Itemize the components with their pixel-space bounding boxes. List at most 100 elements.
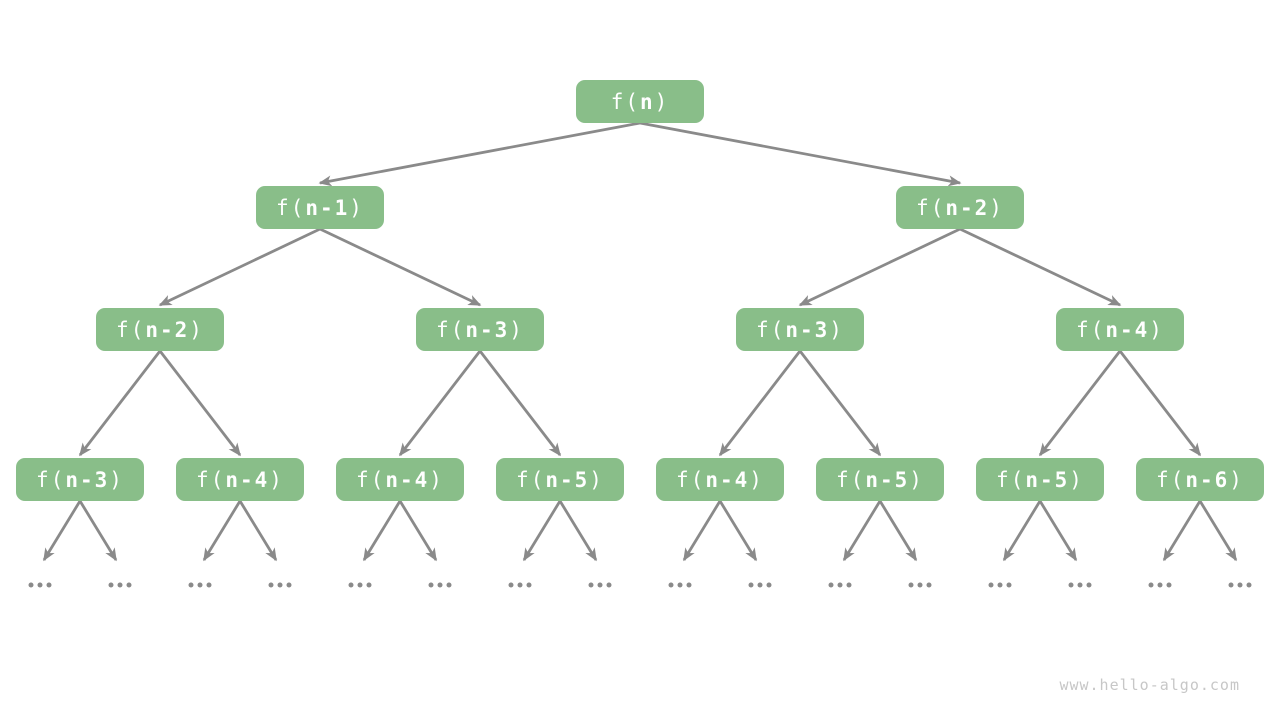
node-label-arg: n-4 <box>705 467 750 492</box>
ellipsis-leaf <box>28 582 52 588</box>
node-label-prefix: f( <box>356 467 386 492</box>
node-label-prefix: f( <box>916 195 946 220</box>
node-label-suffix: ) <box>989 195 1004 220</box>
ellipsis-dot <box>28 582 34 588</box>
edge-arrow <box>842 500 882 562</box>
ellipsis-leaf <box>988 582 1012 588</box>
node-label-arg: n-5 <box>545 467 590 492</box>
ellipsis-dot <box>428 582 434 588</box>
ellipsis-dot <box>988 582 994 588</box>
tree-node-d7: f(n-5) <box>976 458 1104 501</box>
ellipsis-dot <box>1148 582 1154 588</box>
ellipsis-dot <box>348 582 354 588</box>
node-label-suffix: ) <box>1069 467 1084 492</box>
ellipsis-dot <box>446 582 452 588</box>
node-label-arg: n-2 <box>945 195 990 220</box>
node-label-prefix: f( <box>1076 317 1106 342</box>
ellipsis-leaf <box>908 582 932 588</box>
edge-arrow <box>318 121 641 187</box>
ellipsis-leaf <box>748 582 772 588</box>
edge-arrow <box>1162 500 1202 562</box>
ellipsis-leaf <box>828 582 852 588</box>
ellipsis-dot <box>46 582 52 588</box>
node-label-arg: n-5 <box>1025 467 1070 492</box>
node-label-suffix: ) <box>749 467 764 492</box>
node-label-suffix: ) <box>109 467 124 492</box>
node-label-suffix: ) <box>349 195 364 220</box>
ellipsis-dot <box>846 582 852 588</box>
edge-arrow <box>682 500 722 562</box>
node-label-suffix: ) <box>654 89 670 114</box>
ellipsis-dot <box>757 582 763 588</box>
ellipsis-dot <box>37 582 43 588</box>
node-label-arg: n-4 <box>385 467 430 492</box>
tree-node-d8: f(n-6) <box>1136 458 1264 501</box>
ellipsis-dot <box>837 582 843 588</box>
watermark: www.hello-algo.com <box>1059 676 1240 694</box>
ellipsis-dot <box>1237 582 1243 588</box>
edge-arrow <box>878 500 918 562</box>
edge-arrow <box>398 500 438 562</box>
ellipsis-dot <box>1086 582 1092 588</box>
edge-arrow <box>798 350 882 457</box>
edge-arrow <box>78 350 162 457</box>
ellipsis-dot <box>748 582 754 588</box>
node-label-prefix: f( <box>1156 467 1186 492</box>
tree-node-d1: f(n-3) <box>16 458 144 501</box>
ellipsis-dot <box>1006 582 1012 588</box>
node-label-arg: n-3 <box>465 317 510 342</box>
tree-node-d2: f(n-4) <box>176 458 304 501</box>
ellipsis-dot <box>526 582 532 588</box>
node-label-arg: n <box>639 89 655 114</box>
node-label-arg: n-3 <box>785 317 830 342</box>
edge-arrow <box>558 500 598 562</box>
tree-node-c2: f(n-3) <box>416 308 544 351</box>
edge-arrow <box>158 350 242 457</box>
node-label-arg: n-6 <box>1185 467 1230 492</box>
edge-arrow <box>1198 500 1238 562</box>
edge-arrow <box>398 350 482 457</box>
node-label-suffix: ) <box>1229 467 1244 492</box>
tree-node-c3: f(n-3) <box>736 308 864 351</box>
ellipsis-dot <box>517 582 523 588</box>
ellipsis-leaf <box>108 582 132 588</box>
edge-arrow <box>478 350 562 457</box>
edge-arrow <box>718 500 758 562</box>
ellipsis-dot <box>117 582 123 588</box>
ellipsis-leaf <box>508 582 532 588</box>
ellipsis-dot <box>108 582 114 588</box>
ellipsis-leaf <box>188 582 212 588</box>
node-label-arg: n-1 <box>305 195 350 220</box>
edge-arrow <box>158 227 321 307</box>
ellipsis-dot <box>197 582 203 588</box>
ellipsis-dot <box>286 582 292 588</box>
ellipsis-dot <box>357 582 363 588</box>
edge-arrow <box>522 500 562 562</box>
node-label-prefix: f( <box>836 467 866 492</box>
ellipsis-dot <box>1157 582 1163 588</box>
ellipsis-leaf <box>668 582 692 588</box>
tree-node-d6: f(n-5) <box>816 458 944 501</box>
node-label-prefix: f( <box>996 467 1026 492</box>
node-label-suffix: ) <box>829 317 844 342</box>
edge-arrow <box>202 500 242 562</box>
ellipsis-leaf <box>428 582 452 588</box>
ellipsis-dot <box>268 582 274 588</box>
node-label-prefix: f( <box>36 467 66 492</box>
node-label-prefix: f( <box>276 195 306 220</box>
ellipsis-leaf <box>1228 582 1252 588</box>
tree-node-b2: f(n-2) <box>896 186 1024 229</box>
edge-arrow <box>798 227 961 307</box>
ellipsis-dot <box>206 582 212 588</box>
node-label-prefix: f( <box>756 317 786 342</box>
ellipsis-dot <box>1077 582 1083 588</box>
ellipsis-leaf <box>1068 582 1092 588</box>
ellipsis-dot <box>926 582 932 588</box>
node-label-suffix: ) <box>589 467 604 492</box>
node-label-arg: n-2 <box>145 317 190 342</box>
node-label-arg: n-4 <box>225 467 270 492</box>
ellipsis-dot <box>1068 582 1074 588</box>
ellipsis-dot <box>908 582 914 588</box>
ellipsis-dot <box>437 582 443 588</box>
node-label-prefix: f( <box>196 467 226 492</box>
